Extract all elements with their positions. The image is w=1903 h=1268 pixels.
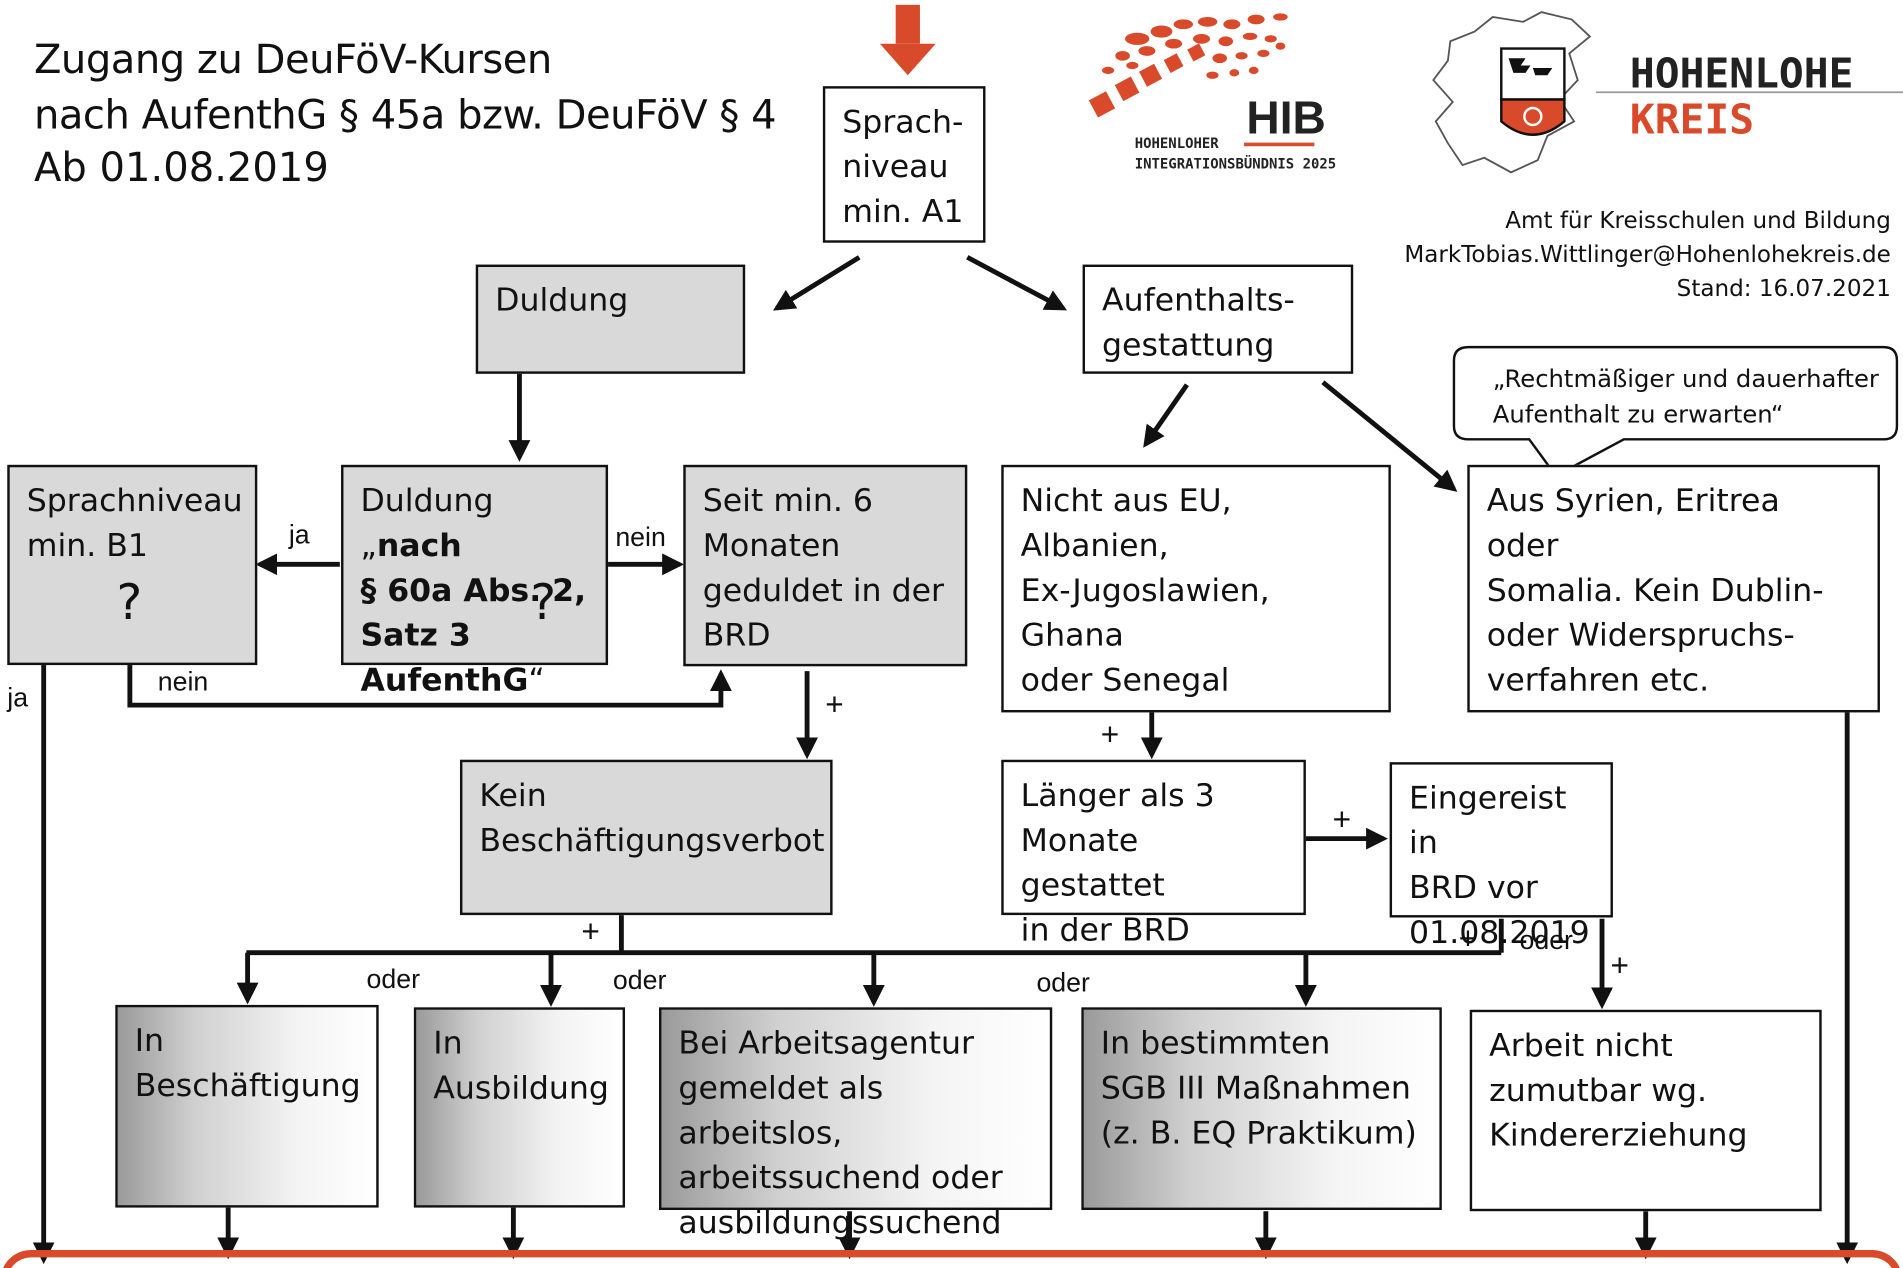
page-subtitle: Ab 01.08.2019 <box>33 143 329 191</box>
label-nein-right: nein <box>615 521 666 553</box>
label-oder-3: oder <box>1036 967 1090 998</box>
label-ja-left: ja <box>288 519 310 550</box>
plus-geduldet: + <box>825 685 844 723</box>
ausbildung-box: In Ausbildung <box>413 1007 626 1208</box>
contact-stand: Stand: 16.07.2021 <box>1676 275 1891 303</box>
plus-eingereist: + <box>1458 919 1478 957</box>
contact-block: Amt für Kreisschulen und Bildung MarkTob… <box>1404 204 1891 306</box>
plus-kinder: + <box>1610 946 1629 984</box>
label-ja-down: ja <box>7 682 29 713</box>
hib-big-text: HIB <box>1246 92 1325 144</box>
question-mark-b1: ? <box>116 575 143 632</box>
hib-logo: HIB HOHENLOHER INTEGRATIONSBÜNDNIS 2025 <box>1086 10 1365 180</box>
label-oder-2: oder <box>612 964 667 996</box>
speech-bubble <box>1452 345 1899 478</box>
geduldet-box: Seit min. 6 Monaten geduldet in der BRD <box>683 464 968 667</box>
contact-office: Amt für Kreisschulen und Bildung <box>1505 207 1891 235</box>
sgb-massnahmen-box: In bestimmten SGB III Maßnahmen (z. B. E… <box>1081 1007 1442 1211</box>
start-box: Sprach- niveau min. A1 <box>822 86 986 243</box>
contact-email: MarkTobias.Wittlinger@Hohenlohekreis.de <box>1404 241 1891 269</box>
label-oder-1: oder <box>366 963 420 994</box>
syrien-box: Aus Syrien, Eritrea oder Somalia. Kein D… <box>1467 464 1880 713</box>
plus-laenger: + <box>1332 801 1352 838</box>
beschaeftigung-box: In Beschäftigung <box>115 1004 379 1208</box>
question-mark-duldung: ? <box>530 575 557 632</box>
arbeitsagentur-box: Bei Arbeitsagentur gemeldet als arbeitsl… <box>659 1007 1053 1242</box>
hib-line1: HOHENLOHER <box>1135 136 1220 152</box>
label-nein-loop: nein <box>157 666 209 697</box>
hib-line2: INTEGRATIONSBÜNDNIS 2025 <box>1135 155 1336 173</box>
plus-verbot: + <box>581 912 600 950</box>
bubble-text: „Rechtmäßiger und dauerhafter Aufenthalt… <box>1492 364 1879 429</box>
duldung-box: Duldung <box>475 264 746 374</box>
eingereist-box: Eingereist in BRD vor 01.08.2019 <box>1389 762 1613 952</box>
duldung-60a-box: Duldung „nach § 60a Abs. 2, Satz 3 Aufen… <box>341 464 609 699</box>
nicht-eu-box: Nicht aus EU, Albanien, Ex-Jugoslawien, … <box>1001 464 1391 713</box>
sprachniveau-b1-box: Sprachniveau min. B1 <box>7 464 258 666</box>
label-oder-4: oder <box>1519 924 1573 956</box>
hohenlohekreis-logo: HOHENLOHE KREIS <box>1426 5 1903 187</box>
page-title: Zugang zu DeuFöV-Kursen nach AufenthG § … <box>33 35 777 139</box>
duldung-60a-bold2: § 60a Abs. 2, Satz 3 AufenthG <box>360 572 587 700</box>
duldung-60a-pre: Duldung „ <box>360 483 494 565</box>
plus-nicht-eu: + <box>1100 716 1120 753</box>
kreis-line2: KREIS <box>1630 96 1754 144</box>
laenger-gestattet-box: Länger als 3 Monate gestattet in der BRD <box>1001 759 1306 949</box>
beschaeftigungsverbot-box: Kein Beschäftigungsverbot <box>459 759 833 916</box>
kreis-line1: HOHENLOHE <box>1630 49 1854 97</box>
bottom-target-banner <box>3 1250 1900 1268</box>
kindererziehung-box: Arbeit nicht zumutbar wg. Kindererziehun… <box>1469 1009 1822 1212</box>
entry-arrow-icon <box>879 4 936 76</box>
duldung-60a-post: “ <box>528 662 545 700</box>
gestattung-box: Aufenthalts- gestattung <box>1082 264 1354 374</box>
kreis-map-icon: HOHENLOHE KREIS <box>1432 11 1903 174</box>
duldung-60a-bold1: nach <box>376 527 462 565</box>
hib-logo-icon: HIB HOHENLOHER INTEGRATIONSBÜNDNIS 2025 <box>1088 13 1336 173</box>
